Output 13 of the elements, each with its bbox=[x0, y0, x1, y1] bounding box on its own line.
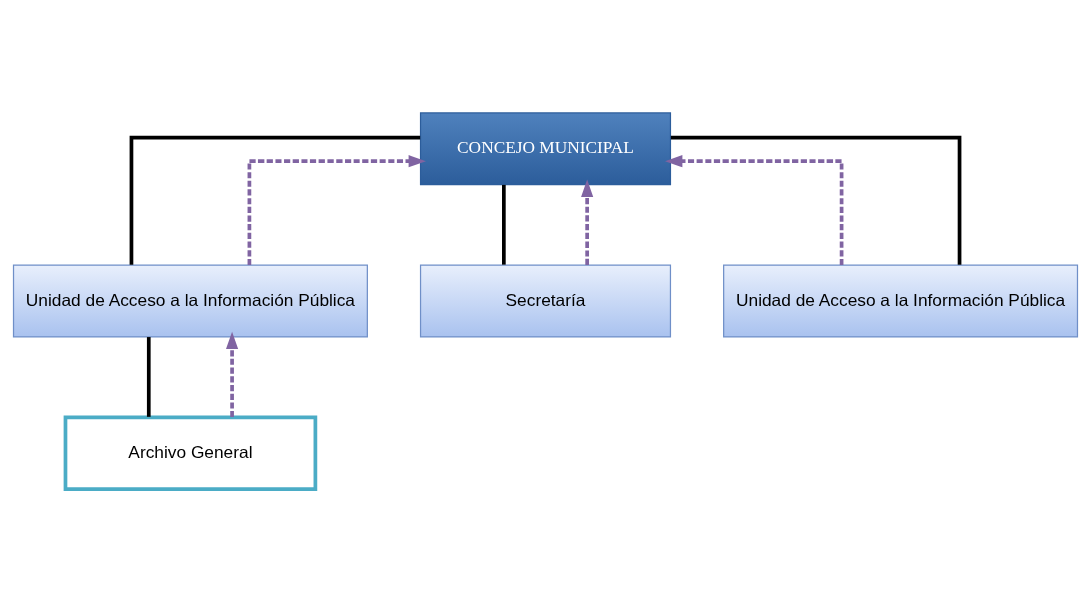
connector bbox=[146, 337, 151, 417]
connector bbox=[670, 135, 962, 265]
node-box: Secretaría bbox=[419, 264, 672, 338]
node-box: Archivo General bbox=[63, 415, 318, 491]
arrow bbox=[226, 331, 239, 418]
node-box: Unidad de Acceso a la Información Pública bbox=[12, 264, 368, 338]
arrow bbox=[665, 155, 844, 265]
node-box: Unidad de Acceso a la Información Pública bbox=[723, 264, 1079, 338]
arrow bbox=[581, 179, 594, 265]
node-box: CONCEJO MUNICIPAL bbox=[419, 112, 672, 186]
connector bbox=[502, 184, 506, 265]
arrow bbox=[247, 155, 426, 265]
connector bbox=[129, 135, 421, 265]
